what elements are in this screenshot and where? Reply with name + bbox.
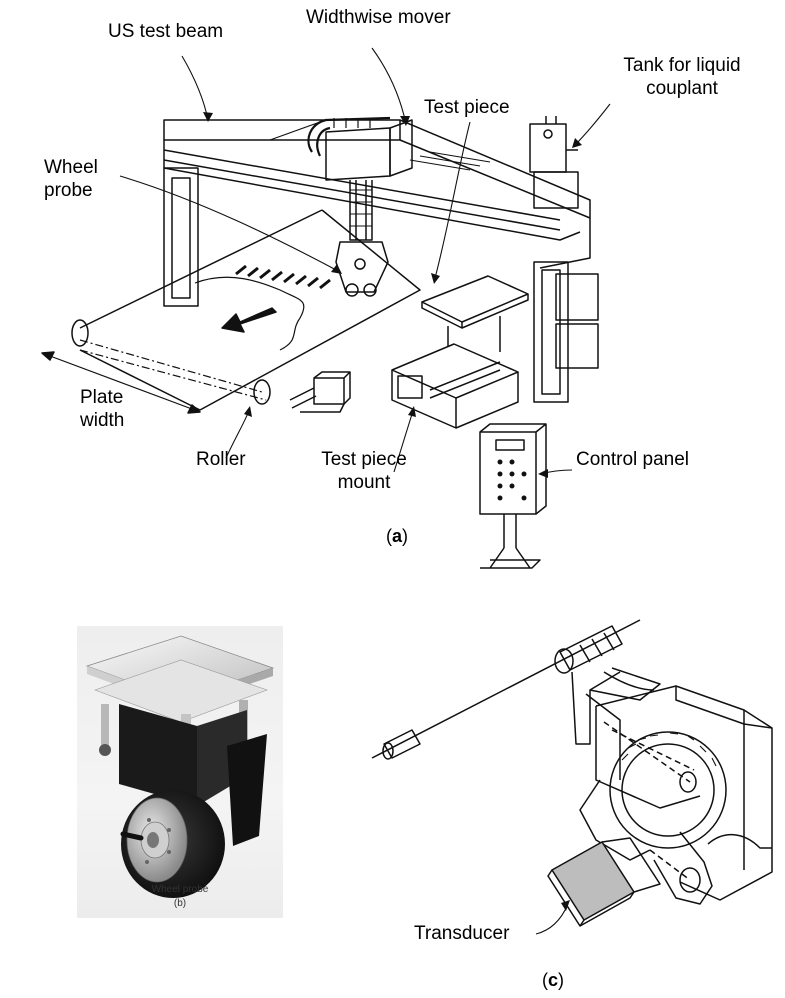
caption-b: (b) — [173, 898, 187, 909]
steel-plate — [79, 209, 421, 411]
label-roller: Roller — [196, 449, 246, 470]
label-tank-line1: Tank for liquid — [623, 55, 741, 76]
couplant-tank — [529, 116, 579, 209]
label-test-piece-mount: Test piece mount — [304, 448, 424, 494]
wheel-probe-render — [85, 635, 275, 898]
cable-pulley-icon — [554, 625, 623, 674]
label-mount-line1: Test piece — [321, 449, 407, 470]
wheel-probe-photo: Wheel probe (b) — [77, 626, 283, 918]
label-widthwise-mover: Widthwise mover — [306, 7, 451, 28]
wheel-probe-schematic — [371, 619, 773, 935]
plate-width-dimension — [41, 319, 271, 414]
caption-a-letter: a — [392, 526, 403, 546]
cable-connector-icon — [382, 729, 421, 760]
test-piece-mount — [391, 316, 519, 429]
label-us-test-beam: US test beam — [108, 21, 224, 42]
gantry-left-column — [163, 167, 199, 307]
label-tank-line2: couplant — [646, 78, 718, 99]
roller-drive-motor — [289, 371, 351, 413]
label-wheel-probe: Wheel probe — [44, 156, 98, 202]
caption-c-letter: c — [548, 970, 559, 990]
control-panel — [479, 423, 547, 569]
caption-a: (a) — [386, 526, 409, 546]
caption-c: (c) — [542, 970, 565, 990]
label-tank-for-couplant: Tank for liquid couplant — [602, 54, 762, 100]
test-piece — [421, 275, 529, 329]
label-plate-width: Plate width — [80, 386, 124, 432]
widthwise-mover — [307, 116, 413, 297]
photo-label-wheel-probe: Wheel probe — [151, 884, 209, 895]
travel-direction-icon — [221, 307, 277, 333]
gantry-right-column — [533, 261, 599, 403]
label-wheel-line2: probe — [44, 180, 93, 201]
label-wheel-line1: Wheel — [44, 157, 98, 178]
label-plate-line2: width — [80, 410, 125, 431]
label-mount-line2: mount — [337, 472, 391, 493]
label-test-piece: Test piece — [424, 97, 510, 118]
label-plate-line1: Plate — [80, 387, 124, 408]
us-test-beam — [163, 119, 591, 269]
label-control-panel: Control panel — [576, 449, 690, 470]
transducer-crystal — [547, 837, 661, 927]
label-transducer: Transducer — [414, 923, 510, 944]
